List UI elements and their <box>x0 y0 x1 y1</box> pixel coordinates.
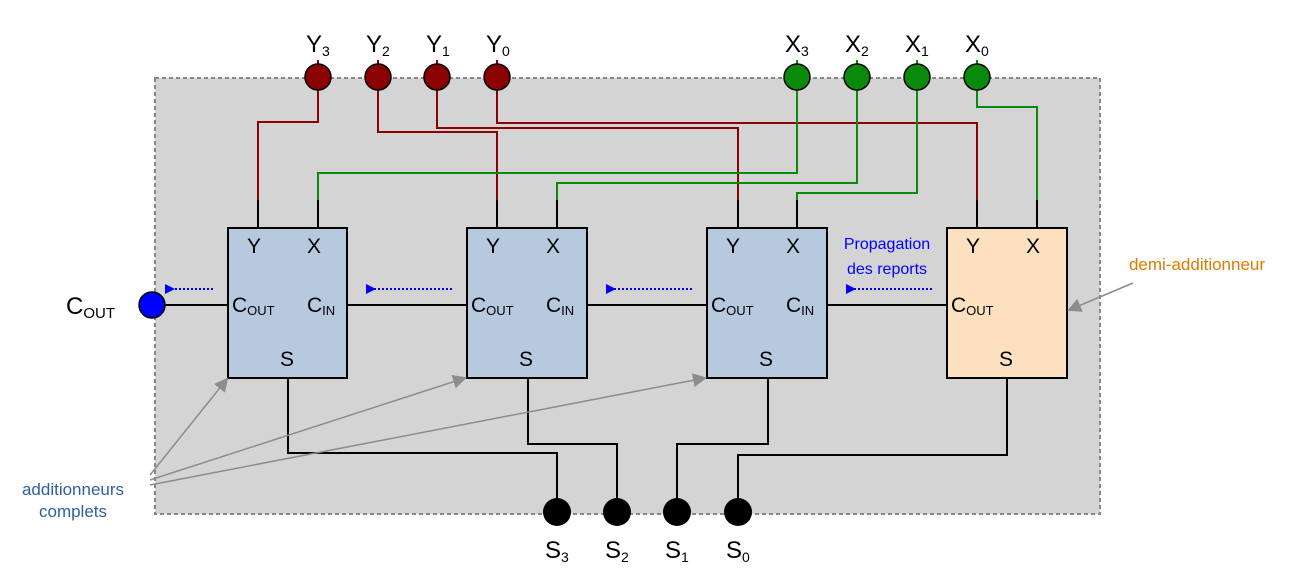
label-x0: X0 <box>965 31 989 59</box>
annotation-arrows <box>149 282 1134 486</box>
wire-s2 <box>527 378 618 510</box>
node-x0 <box>963 63 991 91</box>
label-x3: X3 <box>785 31 809 59</box>
label-y2: Y2 <box>366 31 390 59</box>
s-wires <box>287 378 1008 510</box>
port-y: Y <box>486 235 500 258</box>
full-adder-2: Y X COUT CIN S <box>466 227 588 379</box>
propagation-label-line2: des reports <box>847 261 927 278</box>
node-s1 <box>663 498 691 526</box>
label-s0: S0 <box>726 537 750 565</box>
port-x: X <box>786 235 800 258</box>
port-y: Y <box>966 235 980 258</box>
arrow-to-full-adder-1 <box>149 373 707 486</box>
label-s2: S2 <box>605 537 629 565</box>
port-s: S <box>999 348 1013 371</box>
x-inputs: X3 X2 X1 X0 <box>783 31 991 91</box>
full-adder-3: Y X COUT CIN S <box>227 227 348 379</box>
port-x: X <box>307 235 321 258</box>
node-y3 <box>304 63 332 91</box>
node-y1 <box>423 63 451 91</box>
arrow-to-full-adder-3 <box>149 377 229 476</box>
port-s: S <box>519 348 533 371</box>
wire-y0 <box>496 78 978 228</box>
label-x2: X2 <box>845 31 869 59</box>
y-wires <box>257 78 978 228</box>
node-s0 <box>724 498 752 526</box>
y-inputs: Y3 Y2 Y1 Y0 <box>304 31 511 91</box>
wire-y1 <box>436 78 739 228</box>
port-x: X <box>546 235 560 258</box>
port-cout: COUT <box>232 294 275 318</box>
label-s1: S1 <box>665 537 689 565</box>
full-adder-1: Y X COUT CIN S <box>706 227 828 379</box>
node-s2 <box>603 498 631 526</box>
arrow-to-half-adder <box>1067 282 1134 312</box>
s-outputs: S3 S2 S1 S0 <box>543 498 752 565</box>
node-x1 <box>903 63 931 91</box>
port-cout: COUT <box>471 294 514 318</box>
label-y0: Y0 <box>486 31 510 59</box>
node-x2 <box>843 63 871 91</box>
propagation-label-line1: Propagation <box>844 236 930 253</box>
port-cin: CIN <box>307 294 335 318</box>
port-x: X <box>1026 235 1040 258</box>
node-y0 <box>483 63 511 91</box>
wire-x0 <box>976 78 1038 228</box>
port-y: Y <box>247 235 261 258</box>
port-s: S <box>280 348 294 371</box>
wire-y3 <box>257 78 319 228</box>
label-y3: Y3 <box>306 31 330 59</box>
full-adders-label-line2: complets <box>39 502 107 521</box>
port-cin: CIN <box>546 294 574 318</box>
label-y1: Y1 <box>426 31 450 59</box>
port-y: Y <box>726 235 740 258</box>
node-x3 <box>783 63 811 91</box>
wire-s1 <box>676 378 769 510</box>
wire-s0 <box>737 378 1008 510</box>
port-cout: COUT <box>951 294 994 318</box>
half-adder: Y X COUT S <box>946 227 1068 379</box>
port-s: S <box>759 348 773 371</box>
port-cout: COUT <box>711 294 754 318</box>
half-adder-label: demi-additionneur <box>1129 255 1265 274</box>
label-s3: S3 <box>545 537 569 565</box>
node-y2 <box>364 63 392 91</box>
cout-label: COUT <box>66 293 115 322</box>
wire-s3 <box>287 378 558 510</box>
wire-y2 <box>377 78 498 228</box>
node-s3 <box>543 498 571 526</box>
full-adders-label-line1: additionneurs <box>22 480 124 499</box>
port-cin: CIN <box>786 294 814 318</box>
arrow-to-full-adder-2 <box>149 375 467 481</box>
label-x1: X1 <box>905 31 929 59</box>
cout-node <box>138 291 166 319</box>
